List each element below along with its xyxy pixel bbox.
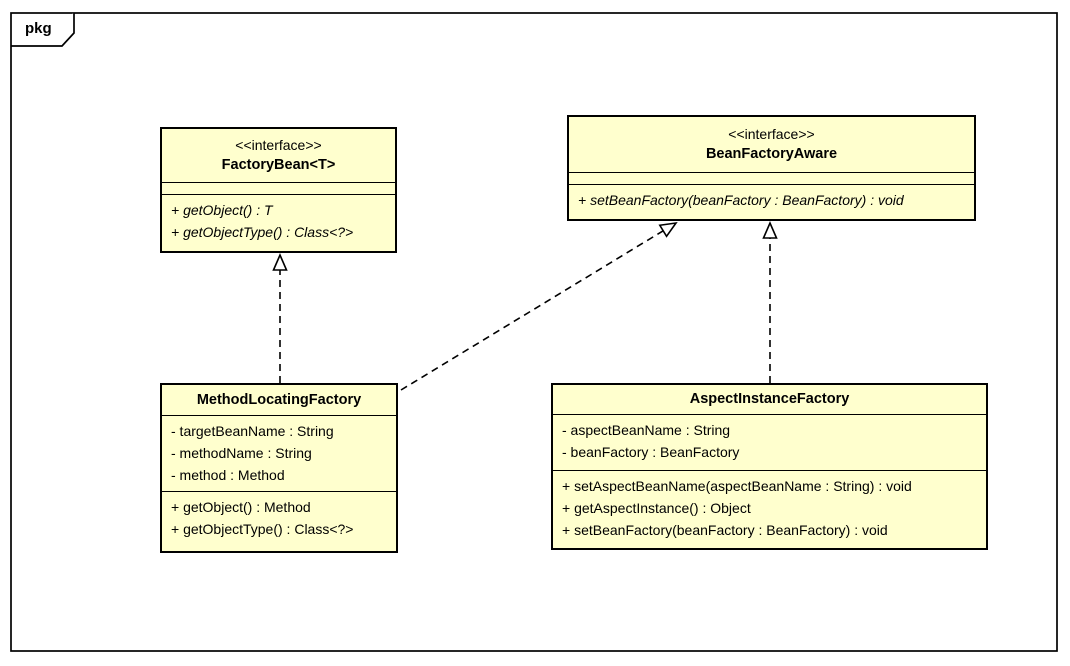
class-box-methodlocatingfactory: MethodLocatingFactory - targetBeanName :… bbox=[160, 383, 398, 553]
attributes-compartment: - aspectBeanName : String - beanFactory … bbox=[553, 414, 986, 470]
attribute: - targetBeanName : String bbox=[171, 423, 334, 439]
attribute: - methodName : String bbox=[171, 445, 312, 461]
attributes-compartment: - targetBeanName : String - methodName :… bbox=[162, 415, 396, 491]
operation: + setBeanFactory(beanFactory : BeanFacto… bbox=[578, 192, 904, 208]
operation: + getObjectType() : Class<?> bbox=[171, 224, 354, 240]
operation: + getObject() : Method bbox=[171, 499, 311, 515]
attribute: - beanFactory : BeanFactory bbox=[562, 444, 740, 460]
class-box-beanfactoryaware: <<interface>> BeanFactoryAware + setBean… bbox=[567, 115, 976, 221]
operations-compartment: + getObject() : Method + getObjectType()… bbox=[162, 491, 396, 551]
operations-compartment: + getObject() : T + getObjectType() : Cl… bbox=[162, 194, 395, 251]
operation: + setBeanFactory(beanFactory : BeanFacto… bbox=[562, 522, 888, 538]
stereotype-label: <<interface>> bbox=[235, 136, 322, 153]
operation: + getObjectType() : Class<?> bbox=[171, 521, 354, 537]
class-name: BeanFactoryAware bbox=[705, 145, 838, 162]
class-name: FactoryBean<T> bbox=[221, 156, 336, 173]
attributes-compartment bbox=[162, 182, 395, 194]
operations-compartment: + setBeanFactory(beanFactory : BeanFacto… bbox=[569, 184, 974, 219]
realization-methodlocatingfactory-beanfactoryaware bbox=[400, 221, 678, 391]
operation: + getObject() : T bbox=[171, 202, 273, 218]
operation: + getAspectInstance() : Object bbox=[562, 500, 751, 516]
attribute: - aspectBeanName : String bbox=[562, 422, 731, 438]
stereotype-label: <<interface>> bbox=[728, 125, 815, 142]
class-box-factorybean: <<interface>> FactoryBean<T> + getObject… bbox=[160, 127, 397, 253]
class-name: AspectInstanceFactory bbox=[689, 391, 850, 407]
attribute: - method : Method bbox=[171, 467, 285, 483]
package-frame-border bbox=[10, 12, 1058, 652]
attributes-compartment bbox=[569, 172, 974, 184]
operation: + setAspectBeanName(aspectBeanName : Str… bbox=[562, 478, 912, 494]
package-frame-label: pkg bbox=[25, 20, 52, 37]
class-box-aspectinstancefactory: AspectInstanceFactory - aspectBeanName :… bbox=[551, 383, 988, 550]
operations-compartment: + setAspectBeanName(aspectBeanName : Str… bbox=[553, 470, 986, 548]
class-name: MethodLocatingFactory bbox=[196, 391, 362, 408]
